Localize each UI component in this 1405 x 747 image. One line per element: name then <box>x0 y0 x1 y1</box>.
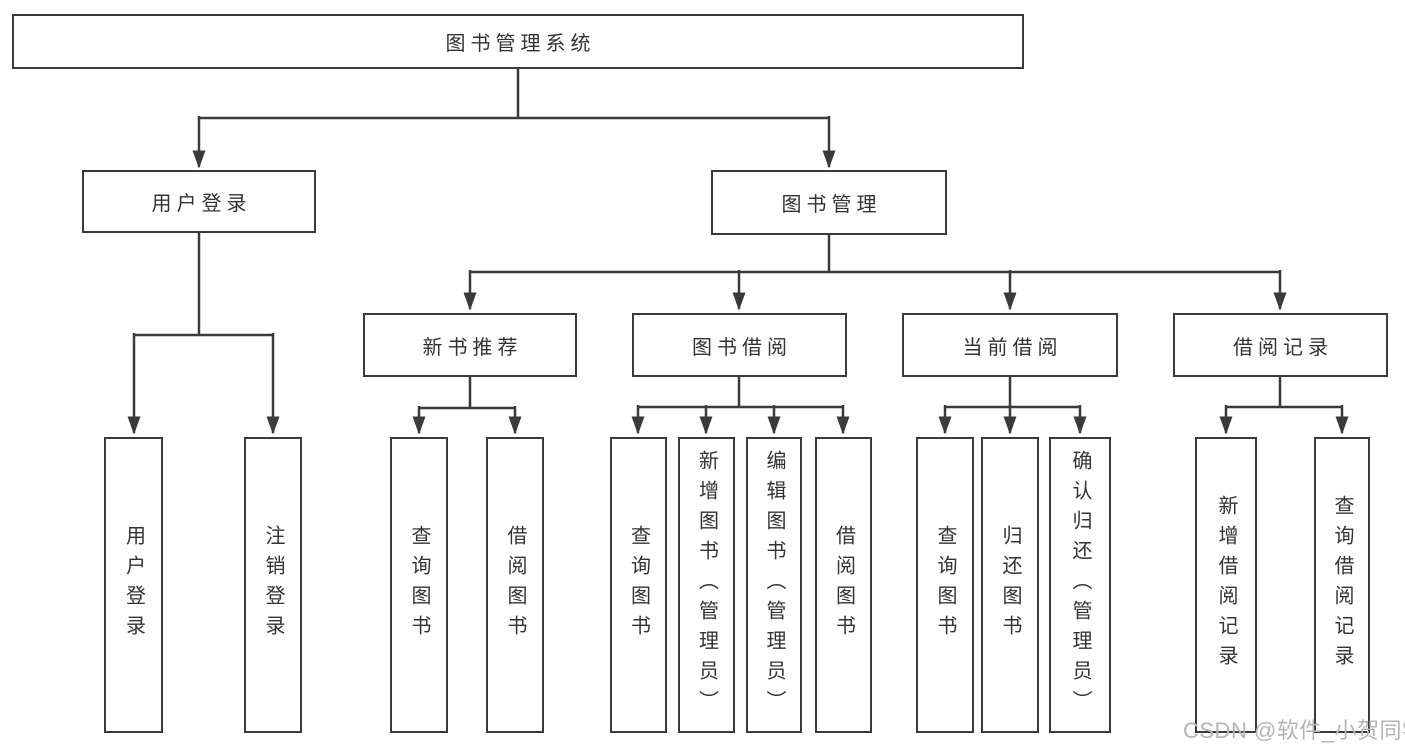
leaf-logout: 注销登录 <box>244 437 302 733</box>
leaf-query-borrow-record: 查询借阅记录 <box>1314 437 1370 733</box>
leaf-label: 查询图书 <box>627 525 650 645</box>
leaf-label: 确认归还（管理员） <box>1069 450 1091 720</box>
leaf-query-books-recommend: 查询图书 <box>390 437 448 733</box>
leaf-label: 查询图书 <box>408 525 430 645</box>
leaf-label: 查询借阅记录 <box>1331 495 1353 675</box>
leaf-confirm-return-admin: 确认归还（管理员） <box>1049 437 1111 733</box>
leaf-query-books-current: 查询图书 <box>916 437 974 733</box>
node-book-management: 图书管理 <box>711 170 947 235</box>
leaf-label: 借阅图书 <box>832 525 855 645</box>
csdn-watermark: CSDN @软件_小贺同学 <box>1183 718 1405 743</box>
node-borrowing-records: 借阅记录 <box>1173 313 1388 377</box>
node-label: 借阅记录 <box>1233 336 1333 359</box>
leaf-query-books-borrow: 查询图书 <box>610 437 667 733</box>
node-library-management-system: 图书管理系统 <box>12 14 1024 69</box>
node-new-book-recommendation: 新书推荐 <box>363 313 577 377</box>
leaf-label: 借阅图书 <box>504 525 526 645</box>
node-label: 新书推荐 <box>422 336 523 359</box>
leaf-add-borrow-record: 新增借阅记录 <box>1195 437 1257 733</box>
leaf-label: 用户登录 <box>122 525 145 645</box>
leaf-add-books-admin: 新增图书（管理员） <box>678 437 735 733</box>
leaf-label: 新增借阅记录 <box>1215 495 1237 675</box>
leaf-label: 新增图书（管理员） <box>695 450 718 720</box>
node-user-login: 用户登录 <box>82 170 316 233</box>
node-book-borrowing: 图书借阅 <box>632 313 847 377</box>
node-label: 当前借阅 <box>962 336 1063 359</box>
leaf-label: 查询图书 <box>934 525 956 645</box>
node-label: 用户登录 <box>151 193 252 215</box>
leaf-borrow-books-recommend: 借阅图书 <box>486 437 544 733</box>
node-label: 图书管理 <box>781 194 882 216</box>
leaf-label: 归还图书 <box>999 525 1021 645</box>
leaf-label: 编辑图书（管理员） <box>763 450 785 720</box>
leaf-user-login: 用户登录 <box>104 437 163 733</box>
leaf-borrow-books: 借阅图书 <box>815 437 872 733</box>
node-label: 图书管理系统 <box>445 33 596 55</box>
leaf-label: 注销登录 <box>262 525 284 645</box>
node-current-borrowing: 当前借阅 <box>902 313 1118 377</box>
leaf-return-books: 归还图书 <box>981 437 1039 733</box>
node-label: 图书借阅 <box>692 336 792 359</box>
leaf-edit-books-admin: 编辑图书（管理员） <box>746 437 802 733</box>
